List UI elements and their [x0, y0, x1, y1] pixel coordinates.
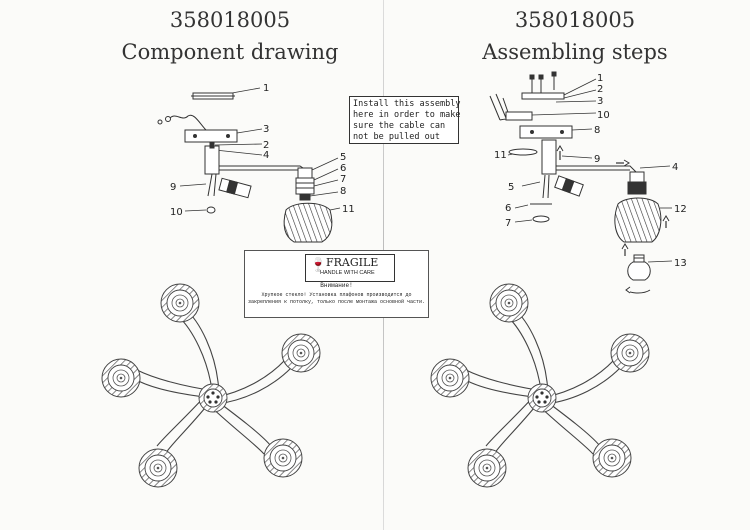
fragile-attention: Внимание!	[320, 282, 353, 289]
right-label-11: 11	[494, 150, 507, 161]
fragile-word: FRAGILE	[326, 256, 379, 269]
left-label-10: 10	[170, 207, 183, 218]
right-label-6: 6	[505, 203, 511, 214]
left-label-8: 8	[340, 186, 346, 197]
right-label-3: 3	[597, 96, 603, 107]
right-label-10: 10	[597, 110, 610, 121]
right-code: 358018005	[514, 8, 636, 32]
right-label-2: 2	[597, 84, 603, 95]
handle-with-care: HANDLE WITH CARE	[320, 270, 375, 276]
fragile-box: 🍷 FRAGILE HANDLE WITH CARE	[305, 254, 395, 282]
right-chandelier-top-view	[431, 284, 649, 487]
right-label-5: 5	[508, 182, 514, 193]
left-label-7: 7	[340, 174, 346, 185]
right-label-13: 13	[674, 258, 687, 269]
left-part-labels: 1 3 2 4 5 6 7 8 9 10 11	[170, 83, 355, 218]
left-label-9: 9	[170, 182, 176, 193]
fragile-warning: Хрупкое стекло! Установка плафонов произ…	[247, 292, 426, 305]
right-label-1: 1	[597, 73, 603, 84]
left-label-3: 3	[263, 124, 269, 135]
glass-icon: 🍷	[310, 258, 327, 273]
right-title: Assembling steps	[482, 40, 668, 64]
right-assembly-drawing	[489, 71, 673, 294]
left-label-2: 2	[263, 140, 269, 151]
right-label-8: 8	[594, 125, 600, 136]
left-code: 358018005	[169, 8, 291, 32]
right-label-9: 9	[594, 154, 600, 165]
left-label-6: 6	[340, 163, 346, 174]
right-label-7: 7	[505, 218, 511, 229]
install-note: Install this assembly here in order to m…	[349, 96, 460, 144]
right-part-labels: 1 2 3 10 8 9 4 11 5 6 7 12 13	[494, 73, 687, 269]
left-label-4: 4	[263, 150, 269, 161]
right-label-4: 4	[672, 162, 678, 173]
left-title: Component drawing	[121, 40, 339, 64]
fragile-label: 🍷 FRAGILE HANDLE WITH CARE Внимание! Хру…	[244, 250, 429, 318]
left-label-1: 1	[263, 83, 269, 94]
left-label-11: 11	[342, 204, 355, 215]
left-label-5: 5	[340, 152, 346, 163]
left-component-drawing	[157, 87, 341, 243]
right-label-12: 12	[674, 204, 687, 215]
